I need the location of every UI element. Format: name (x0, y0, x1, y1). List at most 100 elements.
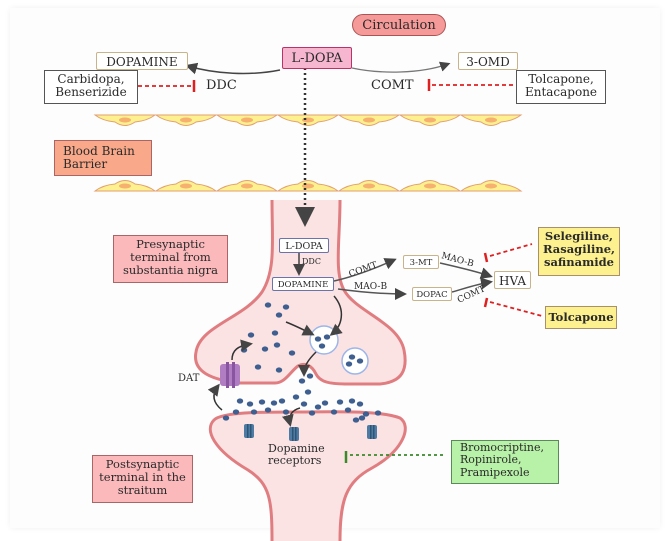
dopamine-molecule (306, 373, 314, 379)
dopamine-molecule (321, 400, 329, 406)
dopamine-molecule (271, 330, 279, 336)
dopamine-molecule (232, 409, 240, 415)
dopamine-presynaptic-box: DOPAMINE (272, 277, 334, 291)
arrow-to-receptor (282, 407, 301, 427)
arrow-comt-2 (451, 277, 493, 293)
dopamine-molecule (344, 407, 352, 413)
vesicle (309, 325, 339, 355)
dopamine-molecule (308, 410, 316, 416)
bbb-cell-row-top (93, 114, 523, 126)
maob-inhibitors-box: Selegiline, Rasagiline, safinamide (538, 227, 620, 276)
bbb-cell-nucleus (180, 117, 192, 123)
dopamine-molecule (318, 343, 326, 349)
dopamine-molecule (330, 409, 338, 415)
dopamine-molecule (292, 394, 300, 400)
dopamine-molecule (264, 302, 272, 308)
dopamine-molecule (362, 411, 370, 417)
dopamine-molecule (345, 361, 353, 367)
bbb-cell-nucleus (119, 183, 131, 189)
arrow-to-vesicle (285, 321, 315, 336)
dopamine-molecule (222, 415, 230, 421)
tolcapone-box: Tolcapone (545, 306, 617, 329)
bbb-cell-nucleus (485, 117, 497, 123)
comt-hva-inhibition-line (489, 301, 543, 317)
agonists-box: Bromocriptine, Ropinirole, Pramipexole (451, 440, 559, 484)
ldopa-presynaptic-box: L-DOPA (279, 238, 329, 253)
dopamine-box: DOPAMINE (96, 52, 188, 70)
label-comt-2: COMT (456, 284, 487, 306)
mt3-box: 3-MT (403, 255, 439, 269)
bbb-cell-nucleus (485, 183, 497, 189)
hva-box: HVA (494, 271, 531, 289)
dopamine-molecule (356, 358, 364, 364)
dopamine-molecule (264, 407, 272, 413)
bbb-cell-nucleus (424, 183, 436, 189)
arrow-ldopa-to-3omd (351, 61, 451, 73)
dopamine-molecule (336, 399, 344, 405)
dopamine-molecule (358, 415, 366, 421)
dopamine-receptor (289, 427, 299, 441)
arrow-dat-reuptake (231, 339, 253, 361)
dopamine-molecule (278, 398, 286, 404)
dopamine-molecule (323, 334, 331, 340)
bbb-cell-nucleus (363, 183, 375, 189)
bbb-cell-nucleus (241, 183, 253, 189)
arrow-ldopa-to-dopamine (185, 62, 281, 75)
dopamine-molecule (282, 304, 290, 310)
dopamine-molecule (275, 367, 283, 373)
dopamine-molecule (282, 409, 290, 415)
maob-inhibition-bar (483, 252, 489, 263)
dopamine-molecule (352, 417, 360, 423)
label-maob-1: MAO-B (354, 282, 387, 292)
dopamine-molecule (247, 332, 255, 338)
arrow-dopamine-to-vesicle (329, 295, 343, 336)
dopamine-molecule (246, 401, 254, 407)
dopamine-receptors-label: Dopamine receptors (268, 442, 325, 468)
comt-inhibitors-box: Tolcapone, Entacapone (516, 70, 606, 104)
bbb-cell-row-bottom (93, 180, 523, 192)
dopamine-molecule (261, 346, 269, 352)
dat-label: DAT (178, 373, 200, 384)
dopamine-molecule (275, 312, 283, 318)
dopamine-molecule (348, 398, 356, 404)
postsynaptic-region-label: Postsynaptic terminal in the straitum (92, 455, 193, 503)
dopamine-molecule (314, 404, 322, 410)
bbb-cell-nucleus (241, 117, 253, 123)
dopamine-molecule (240, 347, 248, 353)
bbb-cell-nucleus (119, 117, 131, 123)
arrow-maob-1 (337, 287, 407, 300)
dopamine-molecule (288, 350, 296, 356)
comt-label: COMT (371, 78, 414, 93)
dopamine-molecule (258, 399, 266, 405)
dopamine-molecule (304, 389, 312, 395)
dopac-box: DOPAC (412, 287, 452, 301)
dopamine-molecule (273, 342, 281, 348)
maob-inhibition-line (489, 243, 533, 257)
comt-hva-inhibition-bar (483, 297, 489, 308)
arrow-comt-1 (333, 258, 397, 282)
dopamine-molecule (374, 410, 382, 416)
ddc-presynaptic-label: DDC (302, 257, 321, 266)
vesicle (341, 347, 369, 375)
dopamine-molecule (314, 336, 322, 342)
dopamine-molecule (300, 401, 308, 407)
ddc-inhibitors-box: Carbidopa, Benserizide (44, 70, 138, 104)
ddc-label: DDC (206, 78, 237, 93)
arrow-release (298, 351, 317, 377)
dopamine-molecule (270, 400, 278, 406)
dopamine-molecule (250, 409, 258, 415)
presynaptic-neuron (194, 199, 407, 386)
dopamine-receptor (244, 424, 254, 438)
dopamine-molecule (348, 354, 356, 360)
arrow-maob-2 (439, 262, 493, 279)
dat-transporter (220, 362, 240, 388)
dopamine-molecule (236, 398, 244, 404)
label-comt-1: COMT (348, 260, 379, 279)
arrow-to-dat (207, 383, 223, 411)
postsynaptic-neuron (208, 410, 407, 541)
omd-box: 3-OMD (458, 52, 518, 70)
bbb-cell-nucleus (180, 183, 192, 189)
bbb-cell-nucleus (424, 117, 436, 123)
circulation-label: Circulation (352, 14, 446, 36)
